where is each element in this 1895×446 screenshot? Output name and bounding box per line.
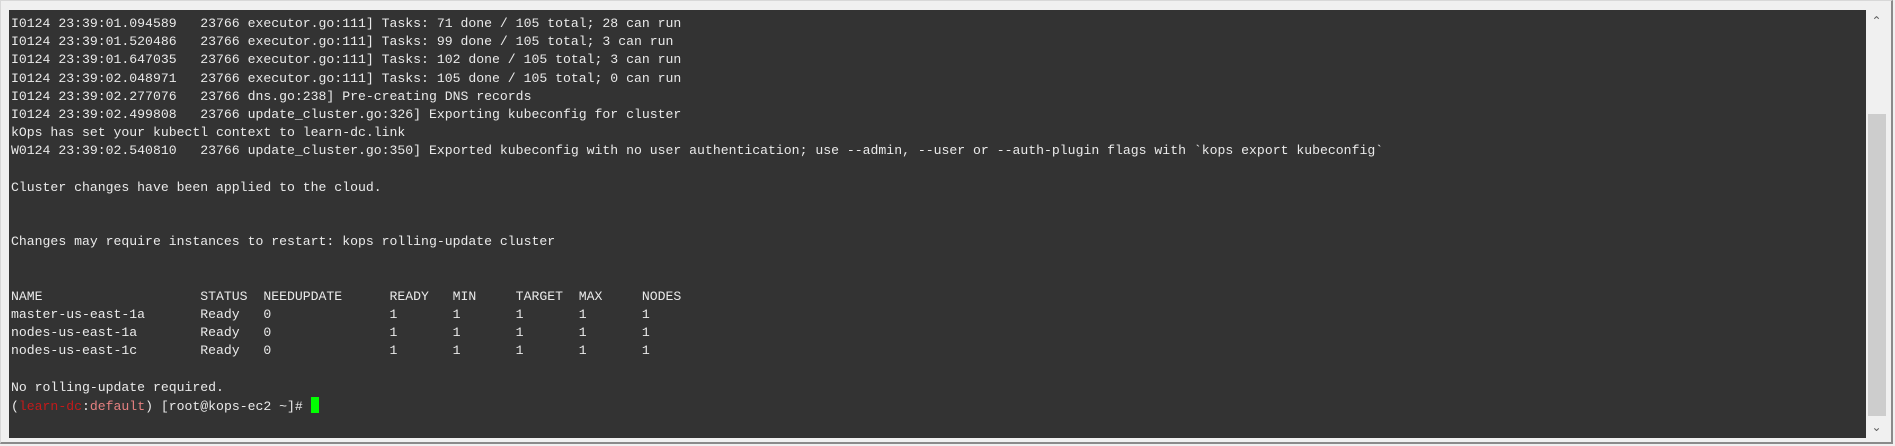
terminal-lines: I0124 23:39:01.094589 23766 executor.go:… (11, 15, 1383, 415)
chevron-down-icon[interactable]: ⌄ (1871, 420, 1882, 434)
terminal-line: nodes-us-east-1a Ready 0 1 1 1 1 1 (11, 325, 650, 341)
terminal-line: NAME STATUS NEEDUPDATE READY MIN TARGET … (11, 288, 682, 304)
shell-prompt[interactable]: (learn-dc:default) [root@kops-ec2 ~]# (11, 396, 1383, 415)
terminal-line: I0124 23:39:01.520486 23766 executor.go:… (11, 34, 674, 50)
prompt-close: ) (145, 398, 161, 414)
terminal-line: nodes-us-east-1c Ready 0 1 1 1 1 1 (11, 343, 650, 359)
terminal-line: kOps has set your kubectl context to lea… (11, 125, 406, 141)
terminal-line (11, 197, 1383, 215)
terminal-line (11, 251, 1383, 269)
scrollbar-thumb[interactable] (1868, 114, 1886, 416)
cursor (310, 396, 319, 413)
terminal-line (11, 361, 1383, 379)
terminal-line: I0124 23:39:02.499808 23766 update_clust… (11, 106, 682, 122)
prompt-shell: [root@kops-ec2 ~]# (160, 398, 303, 414)
terminal-line: Changes may require instances to restart… (11, 234, 556, 250)
terminal-line: I0124 23:39:01.647035 23766 executor.go:… (11, 52, 682, 68)
terminal-line: No rolling-update required. (11, 379, 224, 395)
vertical-scrollbar[interactable]: ⌃ ⌄ (1867, 10, 1886, 438)
terminal-line: master-us-east-1a Ready 0 1 1 1 1 1 (11, 307, 650, 322)
chevron-up-icon[interactable]: ⌃ (1871, 14, 1882, 28)
terminal-line: I0124 23:39:01.094589 23766 executor.go:… (11, 16, 682, 31)
terminal-line: Cluster changes have been applied to the… (11, 179, 382, 195)
terminal-line (11, 215, 1383, 233)
terminal-line: I0124 23:39:02.048971 23766 executor.go:… (11, 70, 682, 86)
terminal-line (11, 270, 1383, 288)
prompt-context: learn-dc (18, 398, 82, 414)
terminal-line (11, 161, 1383, 179)
terminal-output[interactable]: I0124 23:39:01.094589 23766 executor.go:… (9, 10, 1866, 438)
prompt-namespace: default (89, 398, 146, 414)
prompt-sep: : (81, 398, 90, 414)
prompt-open: ( (11, 398, 19, 414)
terminal-line: W0124 23:39:02.540810 23766 update_clust… (11, 143, 1384, 159)
terminal-line: I0124 23:39:02.277076 23766 dns.go:238] … (11, 88, 532, 104)
